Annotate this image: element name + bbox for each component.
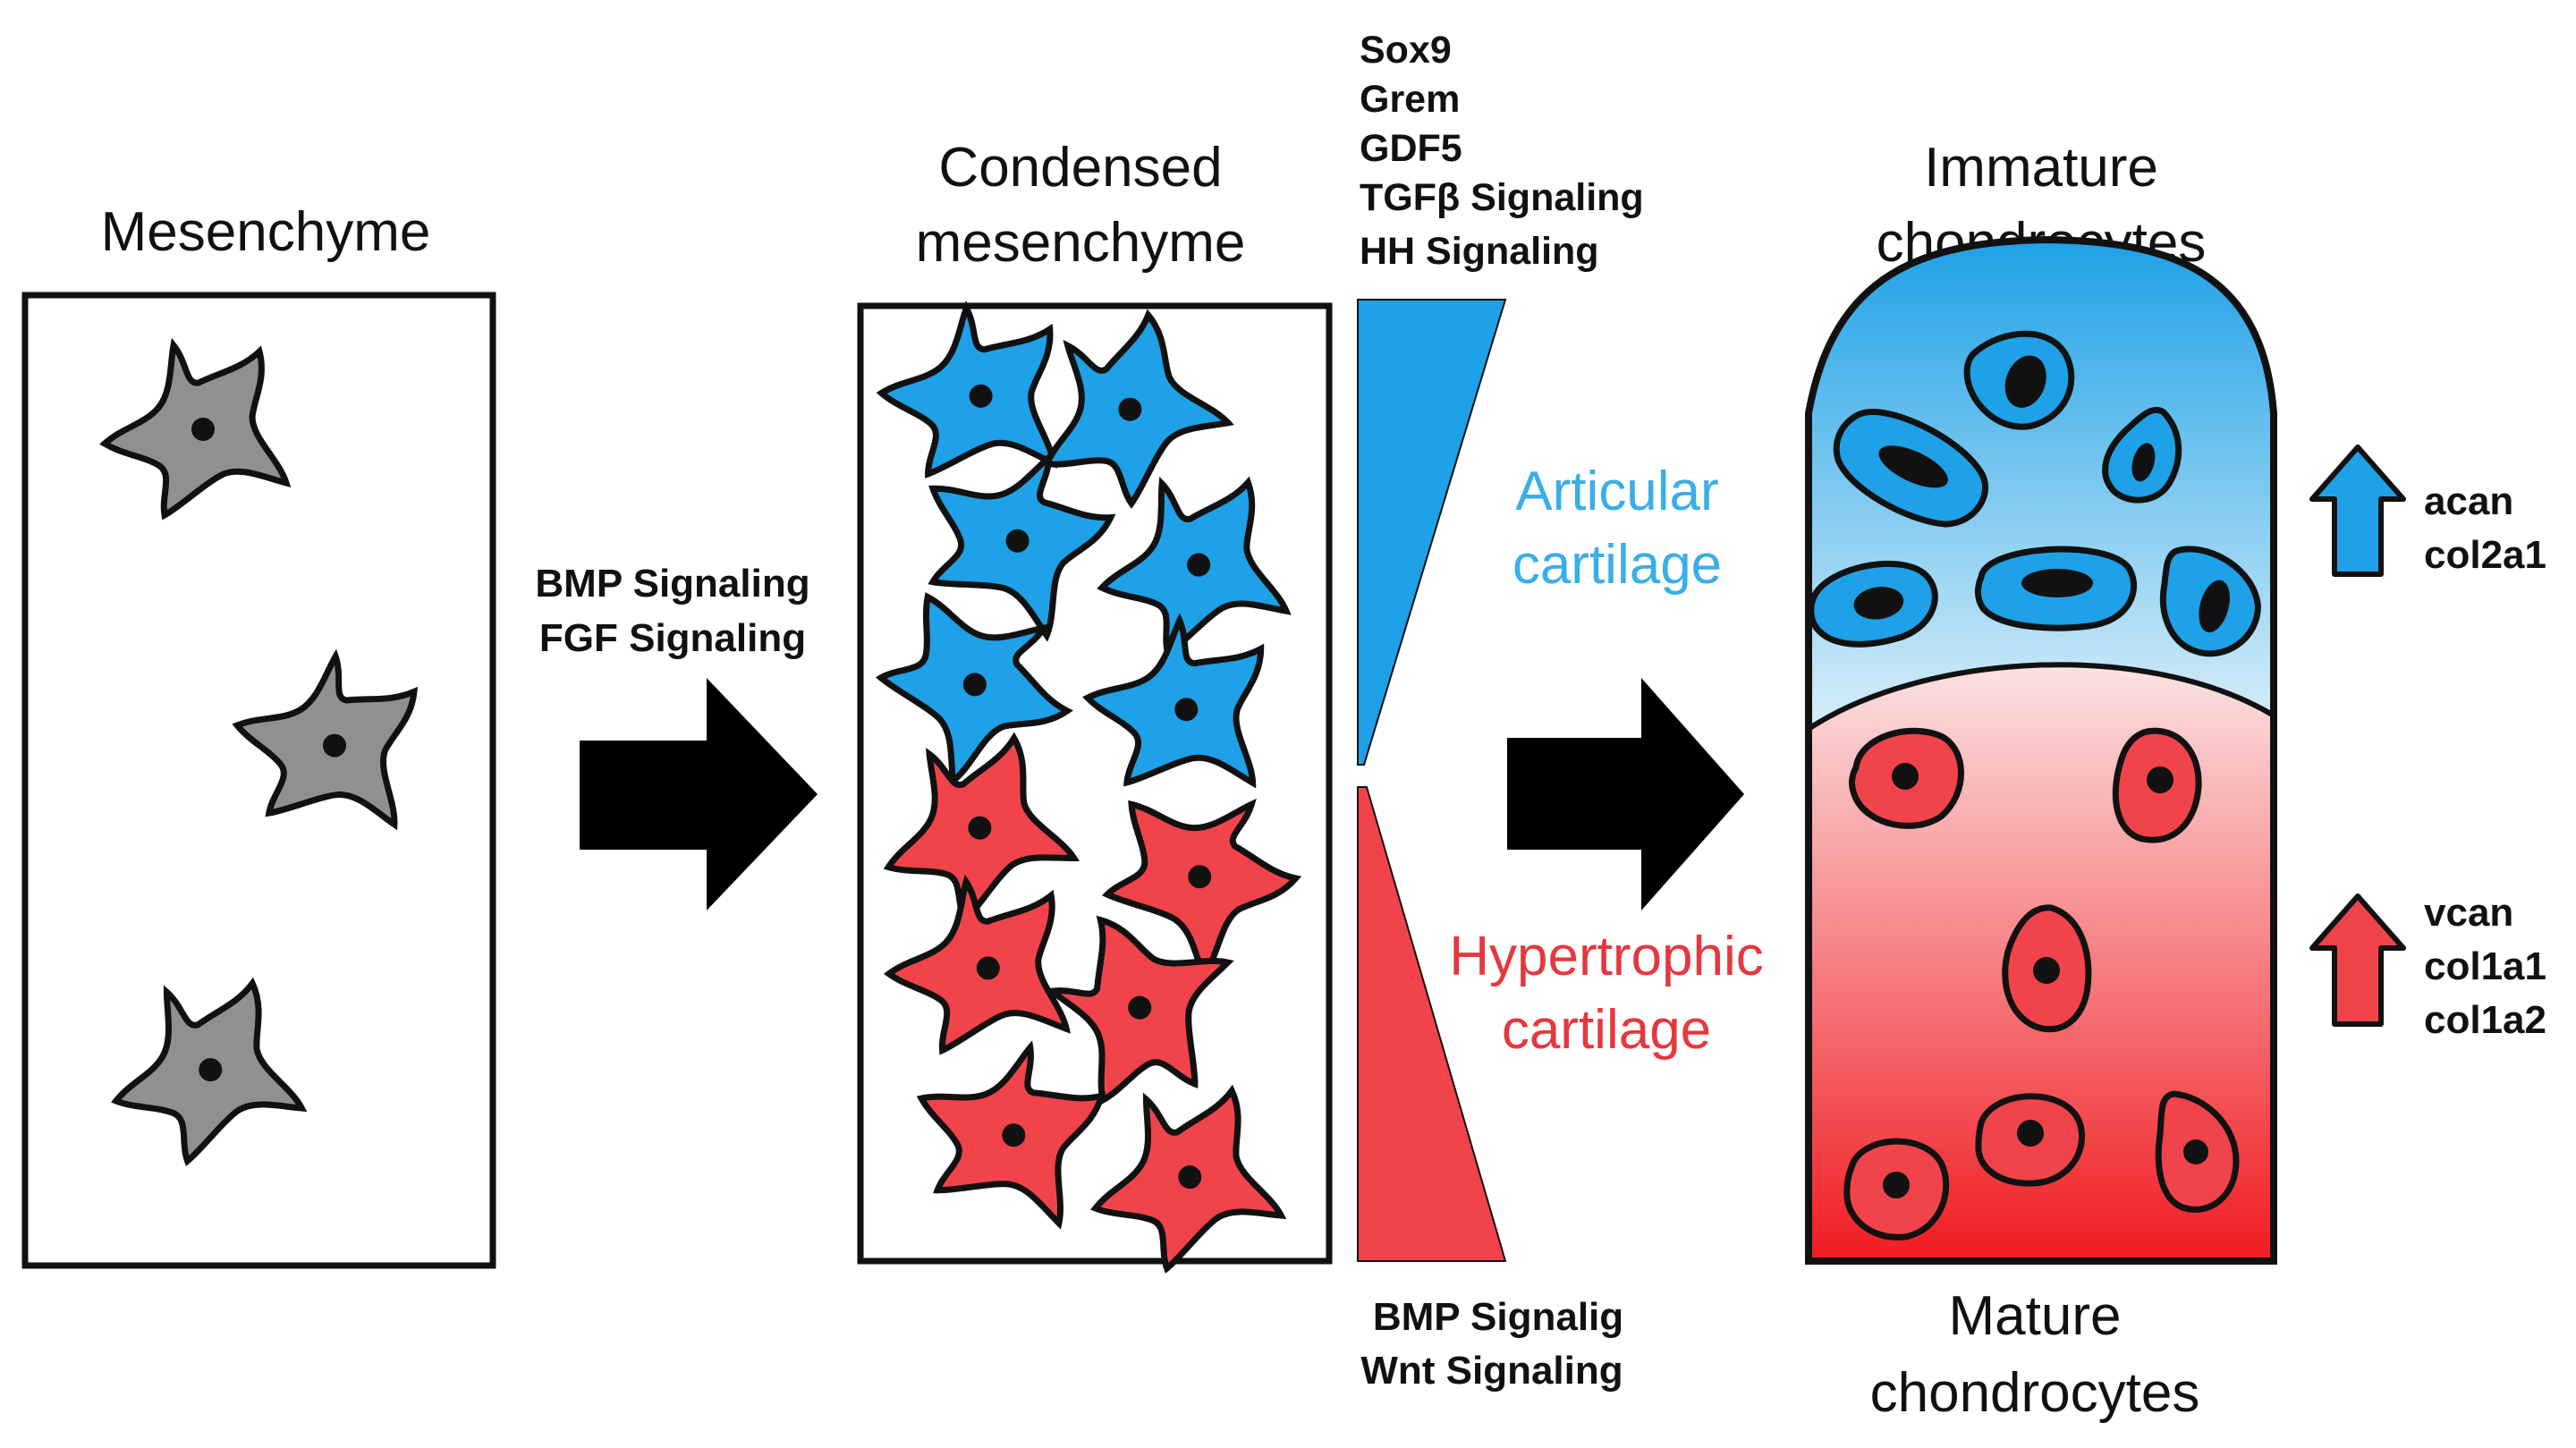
gene-label: acan (2424, 479, 2513, 523)
chondroprogenitor-cell-hypertrophic (1018, 893, 1256, 1136)
hypertrophic-cartilage-label-line2: cartilage (1502, 999, 1711, 1061)
immature-chondrocyte (1833, 409, 1988, 528)
chondroprogenitor-cell-hypertrophic (886, 1013, 1128, 1251)
chondroprogenitor-cell-hypertrophic (883, 876, 1079, 1061)
mesenchymal-cell (99, 972, 308, 1171)
chondroprogenitor-cell-articular (887, 413, 1136, 660)
factor-label: Sox9 (1360, 29, 1452, 72)
transition-arrow (580, 678, 818, 910)
mature-chondrocyte (2002, 904, 2092, 1033)
articular-factor-list: Sox9 Grem GDF5 TGFβ Signaling HH Signali… (1360, 29, 1644, 273)
mature-chondrocyte (2112, 727, 2202, 843)
gene-label: col1a1 (2424, 944, 2546, 988)
up-arrow-articular (2309, 445, 2406, 577)
gene-label: col1a2 (2424, 998, 2546, 1042)
cartilage-outline (1805, 235, 2277, 1265)
mature-chondrocytes-title-line2: chondrocytes (1870, 1362, 2200, 1424)
mature-chondrocyte (2155, 1090, 2240, 1213)
immature-chondrocytes-title-line1: Immature (1924, 137, 2158, 199)
chondroprogenitor-cell-articular (869, 296, 1078, 495)
signal-label: BMP Signaling (535, 562, 809, 605)
hypertrophic-cartilage-label-line1: Hypertrophic (1449, 926, 1763, 987)
mature-chondrocyte (1843, 1138, 1950, 1241)
chondroprogenitor-cell-articular (1093, 474, 1289, 659)
factor-label: Wnt Signaling (1360, 1349, 1623, 1393)
mature-chondrocyte (1849, 727, 1964, 829)
mesenchymal-cell (105, 345, 286, 515)
immature-chondrocyte (2159, 546, 2261, 657)
mesenchymal-cell (213, 633, 442, 855)
zone-boundary (1807, 662, 2275, 732)
factor-label: Grem (1360, 78, 1460, 121)
gene-label: col2a1 (2424, 533, 2546, 577)
condensed-title-line2: mesenchyme (916, 212, 1246, 274)
signal-label: FGF Signaling (539, 616, 806, 660)
chondroprogenitor-cell-articular (860, 563, 1082, 792)
chondroprogenitor-cell-hypertrophic (1079, 1080, 1287, 1278)
articular-cartilage-label-line2: cartilage (1513, 534, 1722, 596)
mature-chondrocytes-title-line1: Mature (1949, 1285, 2122, 1347)
factor-label: TGFβ Signaling (1360, 176, 1644, 219)
up-arrow-hypertrophic (2309, 893, 2406, 1027)
immature-chondrocyte (2102, 407, 2182, 504)
hypertrophic-factor-list: BMP Signalig Wnt Signaling (1360, 1295, 1623, 1393)
immature-chondrocyte (1808, 560, 1938, 648)
chondroprogenitor-cell-articular (1069, 603, 1288, 814)
chondroprogenitor-cell-hypertrophic (1072, 748, 1316, 994)
mesenchyme-title: Mesenchyme (101, 201, 431, 263)
chondroprogenitor-cell-articular (1005, 298, 1241, 529)
immature-chondrocyte (1975, 546, 2138, 631)
factor-label: BMP Signalig (1373, 1295, 1623, 1339)
transition-arrow (1507, 678, 1744, 910)
articular-gradient-wedge (1357, 299, 1507, 766)
immature-chondrocyte (1963, 330, 2075, 430)
hypertrophic-gradient-wedge (1357, 786, 1507, 1262)
gene-label: vcan (2424, 891, 2513, 935)
articular-cartilage-label-line1: Articular (1515, 461, 1718, 522)
chondroprogenitor-cell-hypertrophic (863, 725, 1082, 936)
mature-chondrocyte (1975, 1093, 2086, 1187)
condensed-title-line1: Condensed (938, 137, 1222, 199)
factor-label: HH Signaling (1360, 230, 1599, 273)
factor-label: GDF5 (1360, 127, 1462, 170)
